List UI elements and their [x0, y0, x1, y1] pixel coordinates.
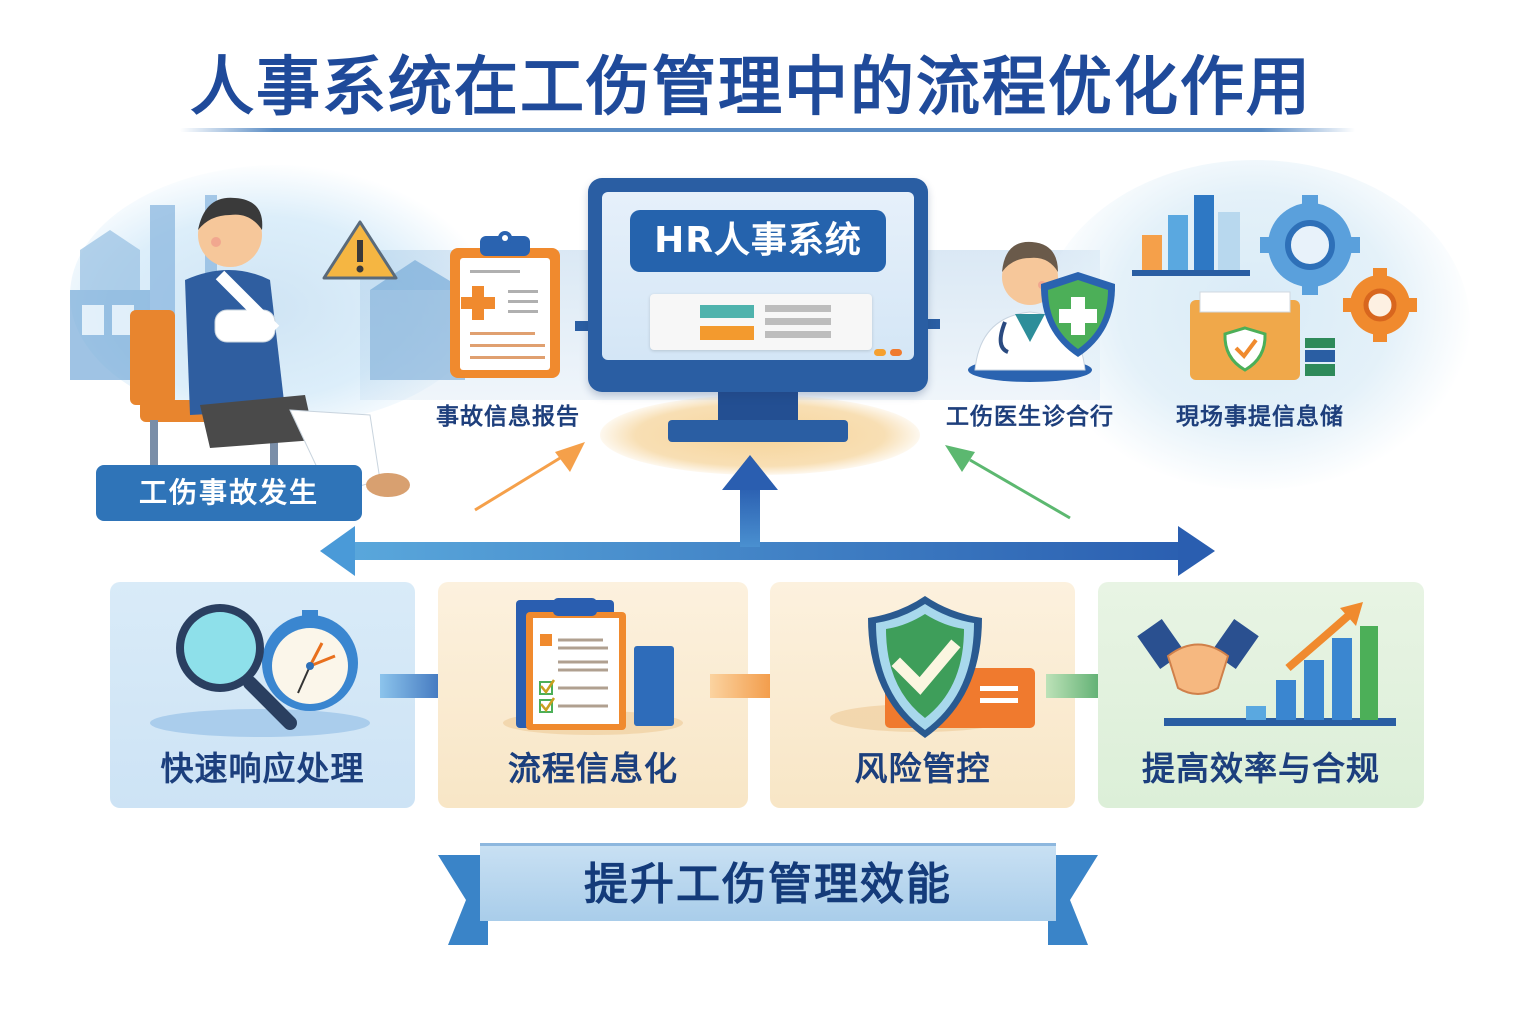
folder-check-icon [1190, 291, 1335, 380]
medical-label: 工伤医生诊合行 [946, 404, 1114, 430]
monitor-base [668, 420, 848, 442]
gear-icon [1260, 195, 1360, 295]
orange-diagonal-arrow [474, 442, 585, 512]
warning-triangle-icon [322, 220, 398, 280]
screen-content-panel [650, 294, 872, 350]
text-line [765, 305, 831, 312]
magnifier-clock-icon [150, 604, 370, 737]
shield-check-icon [830, 596, 1035, 738]
process-card-quick-response: 快速响应处理 [110, 582, 415, 808]
medical-clipboard-icon [450, 231, 560, 378]
bar-chart-icon [1132, 195, 1250, 276]
checklist-clipboard-icon [503, 598, 683, 735]
report-label: 事故信息报告 [436, 404, 580, 430]
incident-label: 工伤事故发生 [96, 465, 362, 521]
vertical-up-arrow [722, 455, 778, 547]
page-title: 人事系统在工伤管理中的流程优化作用 [190, 51, 1312, 125]
horizontal-double-arrow [320, 526, 1215, 576]
gear-icon [1343, 268, 1417, 342]
text-line [765, 331, 831, 338]
flow-connector-arrows [320, 442, 1215, 576]
injured-worker-figure [185, 197, 410, 497]
injured-worker-scene [70, 195, 465, 500]
process-card-efficiency-compliance: 提高效率与合规 [1098, 582, 1424, 808]
indicator-light [890, 349, 902, 356]
hr-system-badge: HR人事系统 [630, 210, 886, 272]
card-label: 提高效率与合规 [1142, 749, 1380, 788]
title-divider [180, 128, 1355, 132]
card-label: 流程信息化 [508, 749, 678, 788]
green-diagonal-arrow [945, 445, 1071, 520]
records-label: 現场事提信息储 [1176, 404, 1344, 430]
ribbon-tail-right [1048, 855, 1098, 945]
ribbon-tail-left [438, 855, 488, 945]
process-card-risk-control: 风险管控 [770, 582, 1075, 808]
process-card-informatization: 流程信息化 [438, 582, 748, 808]
summary-banner: 提升工伤管理效能 [480, 843, 1056, 921]
card-label: 快速响应处理 [160, 749, 365, 788]
hr-system-monitor: HR人事系统 [588, 178, 928, 392]
monitor-indicator-lights [874, 349, 902, 356]
records-illustration [1132, 195, 1417, 380]
card-label: 风险管控 [854, 749, 991, 788]
indicator-light [874, 349, 886, 356]
doctor-shield-icon [968, 241, 1116, 382]
monitor-stand [718, 392, 798, 424]
monitor-screen: HR人事系统 [602, 192, 914, 360]
banner-label: 提升工伤管理效能 [584, 859, 952, 910]
orange-bar [700, 326, 754, 340]
text-line [765, 318, 831, 325]
teal-bar [700, 305, 754, 318]
handshake-growth-icon [1137, 602, 1396, 726]
